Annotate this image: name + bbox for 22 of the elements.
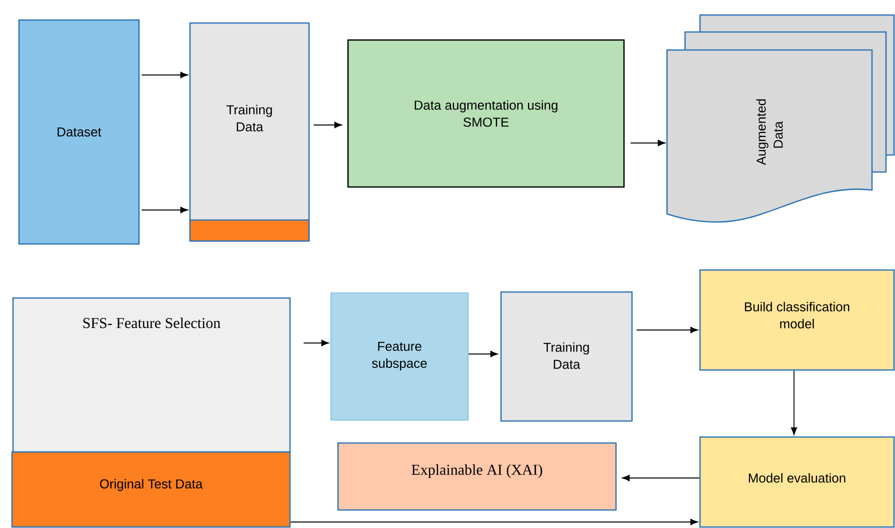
arrow (290, 518, 698, 526)
split-bar (189, 219, 310, 242)
process-box: Original Test Data (11, 451, 291, 528)
process-box: Training Data (189, 22, 310, 242)
arrow (630, 140, 666, 146)
arrow (141, 206, 188, 214)
process-box: Dataset (18, 19, 140, 245)
document-stack: Augmented Data (666, 14, 895, 223)
arrow (141, 72, 188, 78)
arrow (303, 340, 329, 346)
arrow (636, 326, 698, 334)
process-box: Feature subspace (330, 292, 469, 421)
arrow (468, 350, 498, 358)
process-box: Explainable AI (XAI) (337, 442, 617, 511)
process-box: Data augmentation using SMOTE (347, 39, 625, 188)
process-box: SFS- Feature Selection (12, 297, 291, 453)
process-box: Training Data (500, 291, 633, 422)
arrow (622, 474, 700, 482)
arrow (313, 122, 342, 128)
process-box: Build classification model (699, 269, 895, 371)
arrow (790, 370, 798, 435)
process-box: Model evaluation (699, 436, 895, 528)
